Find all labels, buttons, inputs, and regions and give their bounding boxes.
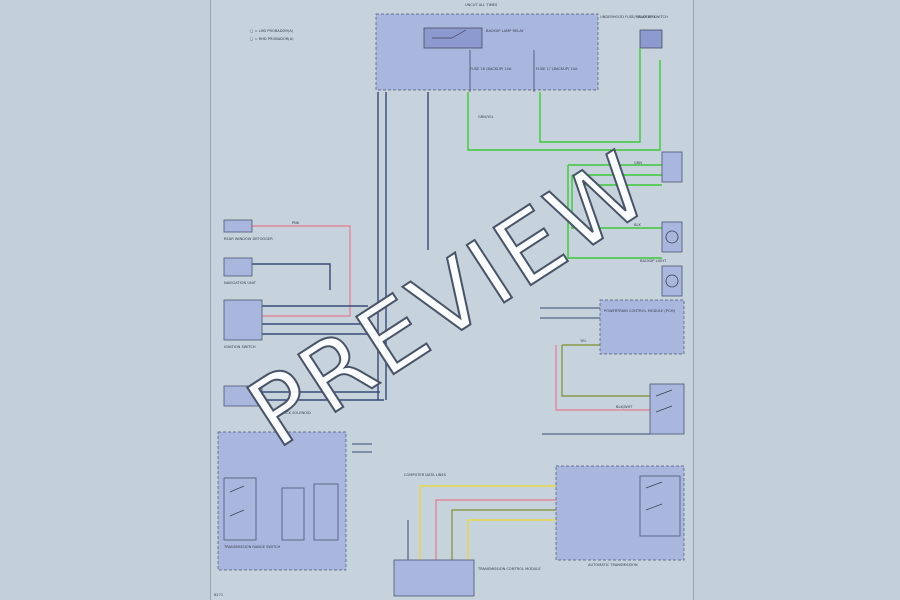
fuse-center-label: UNDERHOOD FUSE/RELAY BOX bbox=[600, 15, 656, 19]
relay-label: BACKUP LAMP RELAY bbox=[486, 29, 525, 33]
trans-range-switch-box bbox=[223, 477, 257, 541]
left-components: REAR WINDOW DEFOGGER NAVIGATION UNIT IGN… bbox=[223, 219, 311, 415]
top-center-label: UNCUT ALL TIMES bbox=[465, 3, 498, 7]
nav-box bbox=[223, 257, 253, 277]
shift-lock-label: SHIFT LOCK SOLENOID bbox=[270, 411, 311, 415]
backup-switch-label: BACKUP SWITCH bbox=[638, 15, 668, 19]
fuse-box-outline bbox=[375, 13, 599, 91]
fuse-b-label: FUSE 17 (BACKUP) 10A bbox=[536, 67, 578, 71]
bulb-icon bbox=[665, 230, 679, 244]
nav-label: NAVIGATION UNIT bbox=[224, 281, 257, 285]
wire-label-blk: BLK bbox=[634, 223, 641, 227]
switch-icon bbox=[655, 389, 673, 413]
backup-switch: BACKUP SWITCH bbox=[638, 15, 668, 49]
backup-switch-unit bbox=[649, 383, 685, 435]
shift-lock-box bbox=[223, 385, 263, 407]
legend: ▢ = LHD PROBADOR(A) ▢ = RHD PROBADOR(A) bbox=[250, 29, 294, 41]
bulb-icon bbox=[665, 274, 679, 288]
tcm-box bbox=[393, 559, 475, 597]
computer-data-label: COMPUTER DATA LINES bbox=[404, 473, 447, 477]
auto-trans-label: AUTOMATIC TRANSMISSION bbox=[588, 563, 638, 567]
trans-sensor-box bbox=[313, 483, 339, 541]
switch-icon bbox=[639, 29, 663, 49]
relay-icon bbox=[423, 27, 483, 49]
auto-trans-switch bbox=[639, 475, 681, 537]
right-relay-box bbox=[661, 151, 683, 183]
wire-label-grn: GRN bbox=[634, 161, 642, 165]
page-reference: 6271 bbox=[214, 593, 223, 597]
trans-range-label: TRANSMISSION RANGE SWITCH bbox=[223, 545, 281, 549]
backup-light-left-box bbox=[661, 221, 683, 253]
transmission-range-group: TRANSMISSION RANGE SWITCH bbox=[217, 431, 347, 571]
ignition-box bbox=[223, 299, 263, 341]
pcm-label: POWERTRAIN CONTROL MODULE (PCM) bbox=[604, 309, 676, 313]
backup-light-left-label: BACKUP LIGHT bbox=[640, 259, 667, 263]
wire-label-grnyel: GRN/YEL bbox=[478, 115, 494, 119]
rear-window-box bbox=[223, 219, 253, 233]
switch-icon bbox=[229, 485, 245, 517]
pcm-box bbox=[599, 299, 685, 355]
fuse-a-label: FUSE 16 (BACKUP) 10A bbox=[470, 67, 512, 71]
switch-icon bbox=[645, 481, 663, 511]
right-components: BACKUP LIGHT BACKUP LIGHT POWERTRAIN CON… bbox=[555, 151, 685, 567]
wire-labels: PNK GRN/YEL GRN BLK YEL BLK/WHT bbox=[292, 115, 642, 409]
trans-relay-box bbox=[281, 487, 305, 541]
ignition-label: IGNITION SWITCH bbox=[224, 345, 256, 349]
backup-light-right-box bbox=[661, 265, 683, 297]
legend-lhd: ▢ = LHD PROBADOR(A) bbox=[250, 29, 294, 33]
tcm-connector: TRANSMISSION CONTROL MODULE COMPUTER DAT… bbox=[393, 473, 541, 597]
underhood-fuse-box: UNCUT ALL TIMES UNDERHOOD FUSE/RELAY BOX… bbox=[375, 3, 656, 92]
relay-contact bbox=[432, 29, 467, 39]
rear-window-label: REAR WINDOW DEFOGGER bbox=[224, 237, 273, 241]
tcm-label: TRANSMISSION CONTROL MODULE bbox=[477, 567, 541, 571]
wire-label-yel: YEL bbox=[580, 339, 586, 343]
legend-rhd: ▢ = RHD PROBADOR(A) bbox=[250, 37, 294, 41]
wire-label-blkwht: BLK/WHT bbox=[616, 405, 633, 409]
wire-label-pnk: PNK bbox=[292, 221, 300, 225]
